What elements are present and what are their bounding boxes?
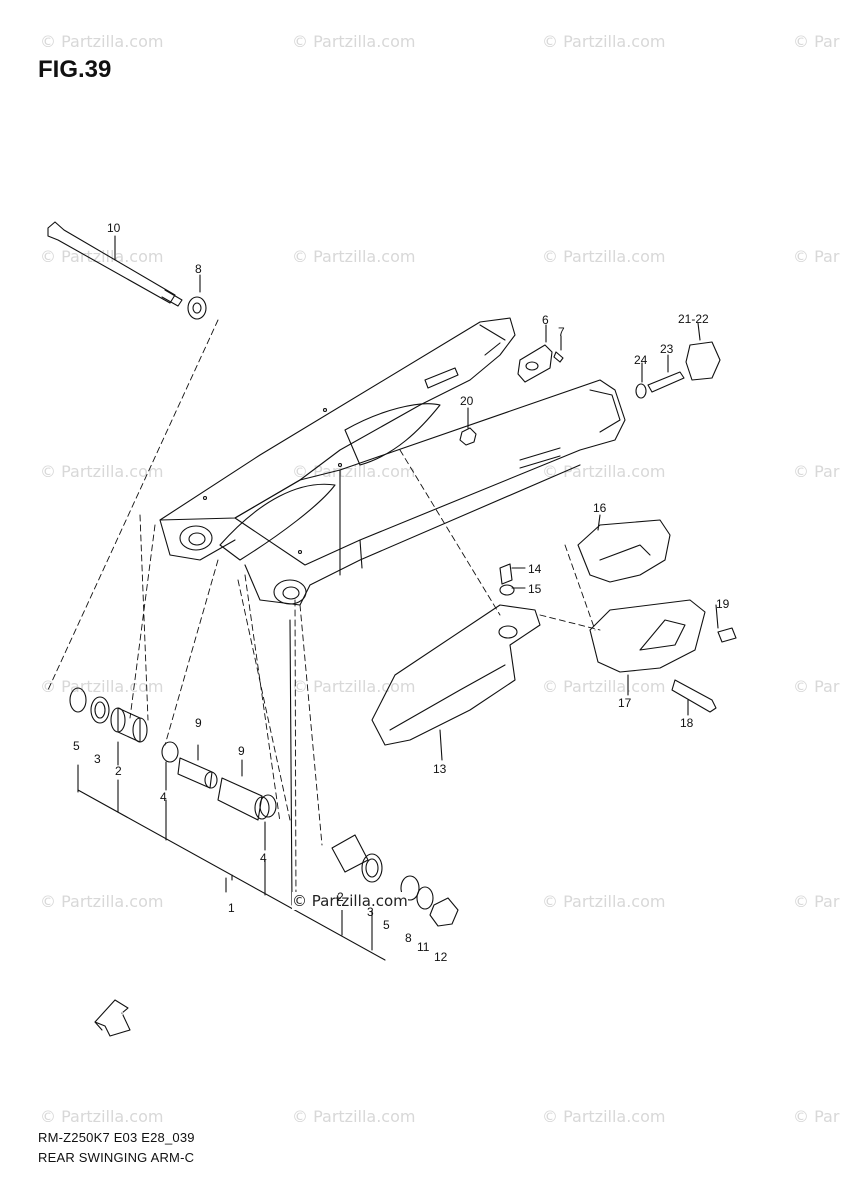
callout-1: 1 [228, 901, 235, 915]
callout-15: 15 [528, 582, 542, 596]
chain-slider [371, 604, 541, 746]
callout-6: 6 [542, 313, 549, 327]
callout-21-22: 21-22 [678, 312, 709, 326]
watermark: © Partzilla.com [292, 1107, 416, 1126]
watermark: © Partzilla.com [542, 677, 666, 696]
watermark: © Par [793, 32, 840, 51]
chain-adjuster-block [685, 341, 721, 381]
swingarm-body [159, 317, 626, 606]
callout-17: 17 [618, 696, 632, 710]
watermark: © Partzilla.com [542, 1107, 666, 1126]
pivot-bolt [47, 221, 183, 307]
figure-name: REAR SWINGING ARM-C [38, 1150, 195, 1165]
watermark: © Partzilla.com [292, 32, 416, 51]
washer-8 [187, 296, 207, 320]
watermark: © Partzilla.com [40, 462, 164, 481]
callout-4: 4 [160, 790, 167, 804]
callout-23: 23 [660, 342, 674, 356]
watermark: © Partzilla.com [542, 462, 666, 481]
callout-7: 7 [558, 325, 565, 339]
watermark: © Par [793, 677, 840, 696]
watermark: © Partzilla.com [542, 247, 666, 266]
figure-title: FIG.39 [38, 56, 112, 83]
callout-12: 12 [434, 950, 448, 964]
callout-5: 5 [383, 918, 390, 932]
callout-10: 10 [107, 221, 121, 235]
callout-11: 11 [417, 940, 430, 954]
watermark: © Par [793, 892, 840, 911]
adjuster-plate [517, 344, 553, 383]
watermark: © Partzilla.com [40, 677, 164, 696]
callout-14: 14 [528, 562, 542, 576]
callout-8: 8 [195, 262, 202, 276]
callout-9: 9 [195, 716, 202, 730]
callout-9: 9 [238, 744, 245, 758]
figure-code: RM-Z250K7 E03 E28_039 [38, 1130, 195, 1145]
watermark: © Partzilla.com [40, 892, 164, 911]
watermark: © Partzilla.com [292, 677, 416, 696]
callout-8: 8 [405, 931, 412, 945]
callout-24: 24 [634, 353, 648, 367]
callout-3: 3 [94, 752, 101, 766]
callout-2: 2 [115, 764, 122, 778]
callout-16: 16 [593, 501, 607, 515]
watermark: © Partzilla.com [40, 32, 164, 51]
watermark: © Partzilla.com [40, 247, 164, 266]
callout-4: 4 [260, 851, 267, 865]
callout-3: 3 [367, 905, 374, 919]
chain-guide [577, 519, 671, 583]
callout-13: 13 [433, 762, 447, 776]
watermark: © Par [793, 462, 840, 481]
watermark: © Partzilla.com [292, 892, 408, 910]
watermark: © Partzilla.com [292, 462, 416, 481]
callout-20: 20 [460, 394, 474, 408]
callout-2: 2 [337, 890, 344, 904]
watermark: © Partzilla.com [542, 32, 666, 51]
callout-18: 18 [680, 716, 694, 730]
watermark: © Partzilla.com [542, 892, 666, 911]
callout-19: 19 [716, 597, 730, 611]
watermark: © Par [793, 247, 840, 266]
watermark: © Par [793, 1107, 840, 1126]
watermark: © Partzilla.com [292, 247, 416, 266]
watermark: © Partzilla.com [40, 1107, 164, 1126]
callout-5: 5 [73, 739, 80, 753]
